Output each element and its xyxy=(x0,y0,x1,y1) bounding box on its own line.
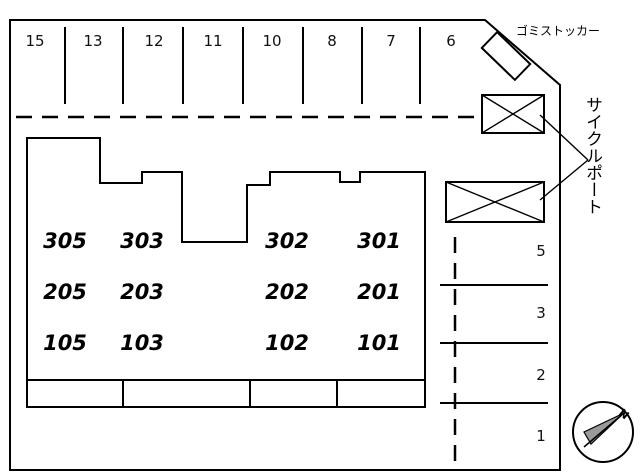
room-number: 101 xyxy=(357,331,401,355)
right-stall-label: 3 xyxy=(536,304,546,322)
room-number: 301 xyxy=(357,229,401,253)
cycle-port-lower xyxy=(445,181,545,223)
room-number: 205 xyxy=(43,280,87,304)
compass-icon: N xyxy=(572,401,634,463)
room-number: 202 xyxy=(265,280,309,304)
garbage-stocker-label: ゴミストッカー xyxy=(516,23,600,38)
room-number: 105 xyxy=(43,331,87,355)
cycle-port-leader-lines xyxy=(539,114,589,201)
right-stall-label: 2 xyxy=(536,366,546,384)
building-outline xyxy=(26,137,426,408)
cycle-port-upper xyxy=(481,94,545,134)
right-parking-dividers xyxy=(440,284,548,404)
top-stall-label: 6 xyxy=(446,32,456,50)
right-stall-label: 5 xyxy=(536,242,546,260)
top-stall-label: 15 xyxy=(25,32,44,50)
right-stall-label: 1 xyxy=(536,427,546,445)
cycle-port-label: サイクルポート xyxy=(582,96,602,215)
top-stall-label: 13 xyxy=(83,32,102,50)
room-number: 103 xyxy=(120,331,164,355)
balcony-strip xyxy=(27,379,425,407)
room-number: 201 xyxy=(357,280,401,304)
top-stall-label: 8 xyxy=(327,32,337,50)
room-number: 203 xyxy=(120,280,164,304)
garbage-stocker-box xyxy=(480,30,532,82)
top-stall-label: 11 xyxy=(203,32,222,50)
room-number: 102 xyxy=(265,331,309,355)
top-stall-label: 10 xyxy=(262,32,281,50)
room-number: 305 xyxy=(43,229,87,253)
top-stall-label: 12 xyxy=(144,32,163,50)
site-boundary xyxy=(9,19,561,471)
top-parking-dividers xyxy=(64,27,421,104)
top-stall-label: 7 xyxy=(386,32,396,50)
room-number: 303 xyxy=(120,229,164,253)
room-number: 302 xyxy=(265,229,309,253)
